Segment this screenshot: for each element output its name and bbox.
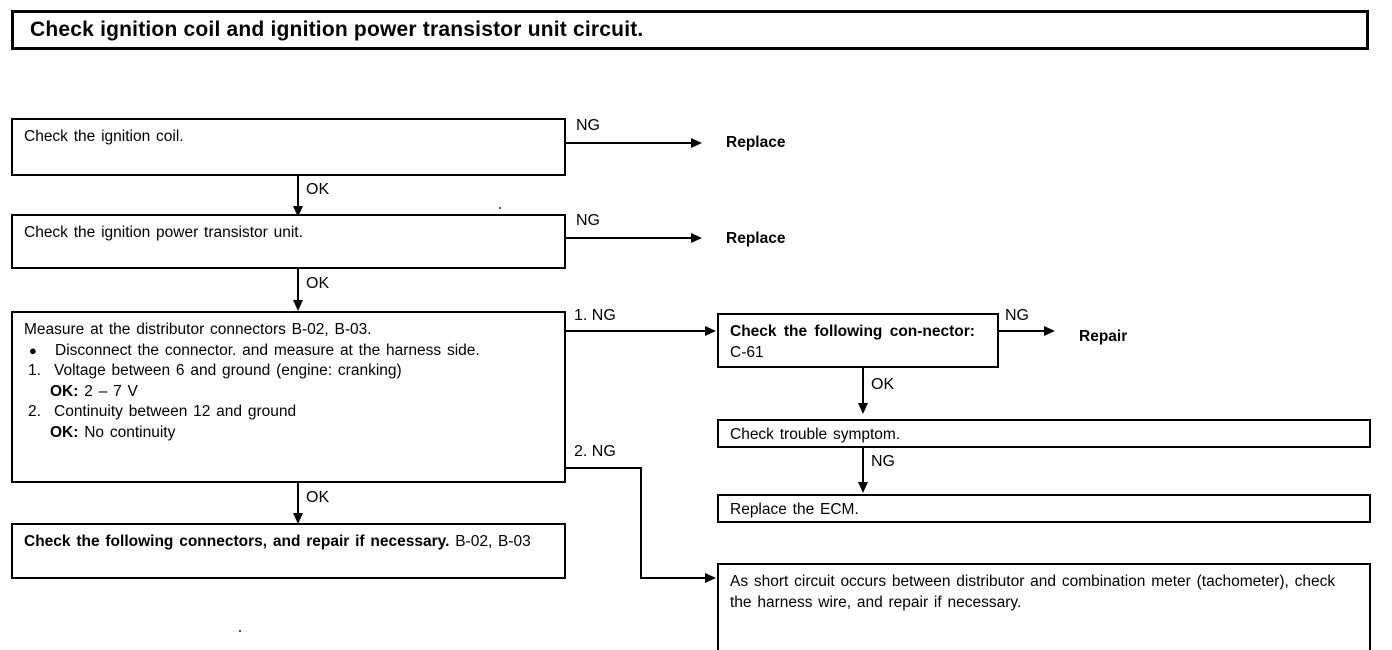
edge-line-ng-trouble-symptom [862, 448, 864, 483]
arrowhead-ok-measure [293, 513, 303, 524]
box-check-trouble-symptom: Check trouble symptom. [717, 419, 1371, 448]
edge-line-ok-coil [297, 176, 299, 208]
box-measure-distributor-content: Measure at the distributor connectors B-… [13, 313, 564, 450]
box-measure-distributor: Measure at the distributor connectors B-… [11, 311, 566, 483]
box-replace-ecm: Replace the ECM. [717, 494, 1371, 523]
arrowhead-ng-c61 [1044, 326, 1055, 336]
measure-bullet-text: Disconnect the connector. and measure at… [55, 341, 480, 359]
edge-line-ok-power-transistor [297, 269, 299, 301]
scan-speck [499, 207, 501, 209]
edge-label-ok-power-transistor: OK [306, 275, 330, 292]
measure-item-2-text: Continuity between 12 and ground [54, 403, 297, 421]
measure-bullet-item: ● Disconnect the connector. and measure … [24, 341, 554, 362]
measure-item-2-marker: 2. [28, 403, 41, 421]
measure-item-2-ok-value: No continuity [84, 424, 176, 442]
arrowhead-ng-measure-2 [705, 573, 716, 583]
box-check-connector-c61-bold: Check the following con-nector: [730, 323, 975, 340]
box-check-power-transistor: Check the ignition power transistor unit… [11, 214, 566, 269]
edge-label-ng-trouble-symptom: NG [871, 453, 895, 470]
edge-label-ng-power-transistor: NG [576, 212, 600, 229]
terminal-replace-power-transistor: Replace [726, 230, 786, 247]
measure-item-2-ok: OK: No continuity [24, 423, 554, 444]
bullet-icon: ● [29, 342, 37, 358]
measure-item-1-ok: OK: 2 – 7 V [24, 382, 554, 403]
box-check-connectors-b: Check the following connectors, and repa… [11, 523, 566, 579]
scan-speck [239, 630, 241, 632]
arrowhead-ng-measure-1 [705, 326, 716, 336]
box-check-connectors-b-plain: B-02, B-03 [455, 533, 531, 550]
box-check-ignition-coil: Check the ignition coil. [11, 118, 566, 176]
measure-item-1-text: Voltage between 6 and ground (engine: cr… [54, 362, 402, 380]
box-check-power-transistor-label: Check the ignition power transistor unit… [24, 224, 303, 241]
box-short-circuit-note-label: As short circuit occurs between distribu… [730, 573, 1336, 611]
edge-label-ng-measure-2: 2. NG [574, 443, 616, 460]
box-check-ignition-coil-label: Check the ignition coil. [24, 128, 184, 145]
box-check-connector-c61-content: Check the following con-nector: C-61 [719, 315, 997, 369]
edge-label-ng-measure-1: 1. NG [574, 307, 616, 324]
measure-item-2: 2. Continuity between 12 and ground [24, 402, 554, 423]
edge-label-ok-c61: OK [871, 376, 895, 393]
edge-label-ng-coil: NG [576, 117, 600, 134]
measure-item-1-ok-label: OK: [50, 382, 79, 400]
measure-item-1-ok-value: 2 – 7 V [84, 382, 138, 400]
terminal-repair: Repair [1079, 328, 1128, 345]
edge-line-ng-measure-1 [566, 330, 707, 332]
arrowhead-ng-power-transistor [691, 233, 702, 243]
edge-line-ng-coil [566, 142, 691, 144]
arrowhead-ok-power-transistor [293, 300, 303, 311]
page-title: Check ignition coil and ignition power t… [30, 18, 644, 41]
measure-item-2-ok-label: OK: [50, 424, 79, 442]
edge-label-ng-c61: NG [1005, 307, 1029, 324]
measure-item-1-marker: 1. [28, 362, 41, 380]
arrowhead-ng-trouble-symptom [858, 482, 868, 493]
box-replace-ecm-label: Replace the ECM. [730, 501, 859, 518]
box-check-connectors-b-bold: Check the following connectors, and repa… [24, 533, 450, 550]
box-check-connector-c61-plain: C-61 [730, 343, 764, 361]
arrowhead-ng-coil [691, 138, 702, 148]
arrowhead-ok-c61 [858, 403, 868, 414]
edge-line-ng-power-transistor [566, 237, 691, 239]
edge-label-ok-measure: OK [306, 489, 330, 506]
edge-line-ng-c61 [999, 330, 1046, 332]
arrowhead-ok-coil [293, 206, 303, 217]
edge-line-ok-measure [297, 483, 299, 514]
box-check-trouble-symptom-label: Check trouble symptom. [730, 426, 901, 443]
box-check-connector-c61: Check the following con-nector: C-61 [717, 313, 999, 368]
box-check-connectors-b-content: Check the following connectors, and repa… [13, 525, 564, 559]
measure-item-1: 1. Voltage between 6 and ground (engine:… [24, 361, 554, 382]
edge-line-ng-measure-2-vertical [640, 467, 642, 579]
page-title-banner: Check ignition coil and ignition power t… [11, 10, 1369, 50]
measure-heading: Measure at the distributor connectors B-… [24, 321, 372, 338]
edge-line-ok-c61 [862, 368, 864, 404]
edge-label-ok-coil: OK [306, 181, 330, 198]
edge-line-ng-measure-2-horizontal-b [640, 577, 707, 579]
terminal-replace-coil: Replace [726, 134, 786, 151]
edge-line-ng-measure-2-horizontal-a [566, 467, 642, 469]
box-short-circuit-note: As short circuit occurs between distribu… [717, 563, 1371, 650]
